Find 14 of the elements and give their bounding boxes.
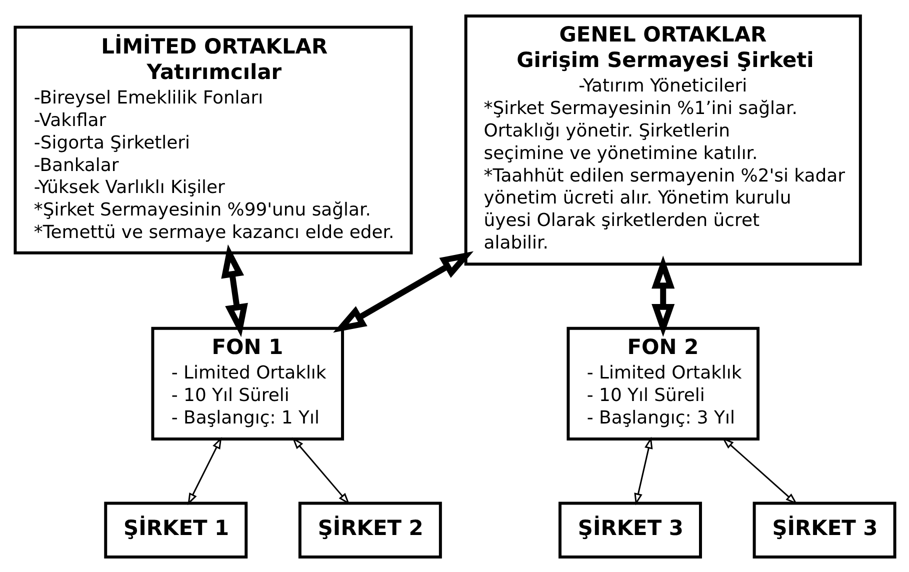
node-box: FON 2 - Limited Ortaklık - 10 Yıl Süreli - Başlangıç: 3 Yıl — [566, 326, 760, 440]
arrow — [651, 255, 674, 336]
arrow — [332, 250, 474, 332]
node-box: ŞİRKET 1 — [104, 501, 248, 558]
node-box: ŞİRKET 2 — [298, 501, 442, 558]
node-box: LİMİTED ORTAKLAR Yatırımcılar -Bireysel Emeklilik Fonları -Vakıflar -Sigorta Şirketleri -Bankalar -Yüksek Varlıklı Kişiler *Şirket Sermayesinin %99'unu sağlar. *Temettü ve sermaye kazancı elde eder. — [13, 25, 412, 254]
arrow — [187, 436, 222, 505]
node-box: ŞİRKET 3 — [752, 501, 896, 558]
node-box: ŞİRKET 3 — [558, 501, 702, 558]
arrow — [292, 436, 350, 504]
node-box: GENEL ORTAKLAR Girişim Sermayesi Şirketi -Yatırım Yöneticileri *Şirket Sermayesinin %1’ini sağlar. Ortaklığı yönetir. Şirketlerin seçimine ve yönetimine katılır. *Taahhüt edilen sermayenin %2'si kadar yönetim ücreti alır. Yönetim kurulu üyesi Olarak şirketlerden ücret alabilir. — [464, 14, 862, 266]
arrow — [634, 436, 652, 505]
arrow — [220, 244, 248, 337]
node-box: FON 1 - Limited Ortaklık - 10 Yıl Süreli - Başlangıç: 1 Yıl — [150, 326, 344, 440]
